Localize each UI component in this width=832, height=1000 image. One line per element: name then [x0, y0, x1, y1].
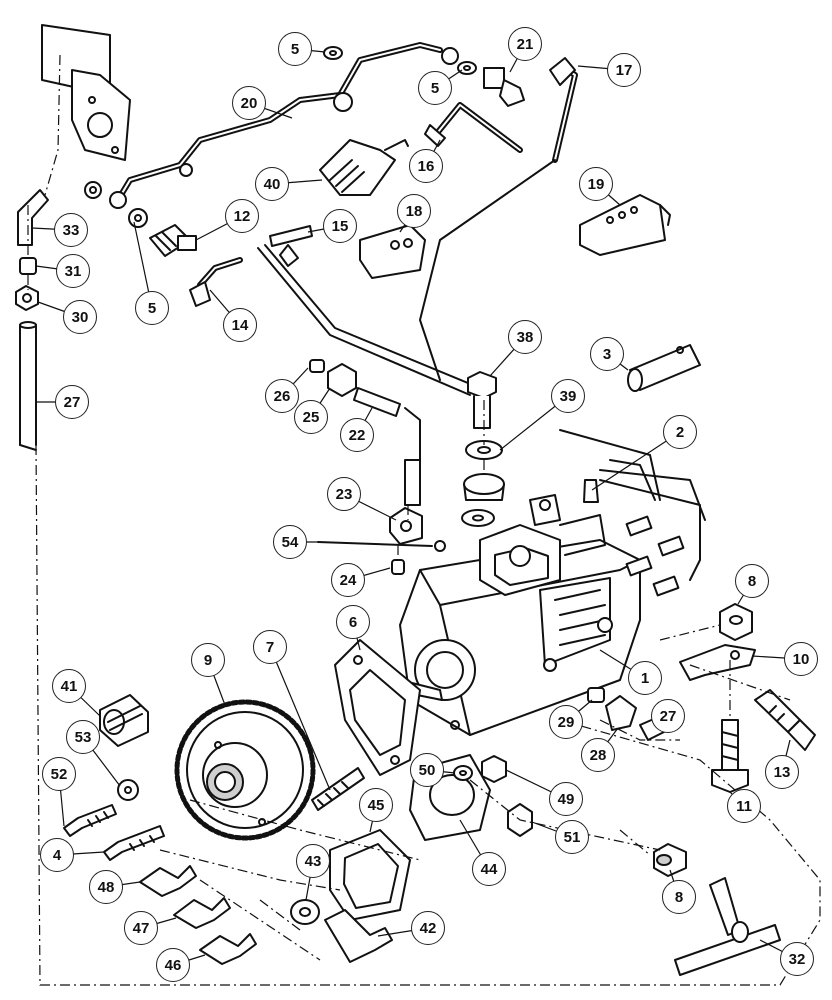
callout-15: 15: [323, 209, 357, 243]
callout-33: 33: [54, 213, 88, 247]
callout-21: 21: [508, 27, 542, 61]
callout-42: 42: [411, 911, 445, 945]
callout-30: 30: [63, 300, 97, 334]
callout-11: 11: [727, 789, 761, 823]
callout-23: 23: [327, 477, 361, 511]
callout-39: 39: [551, 379, 585, 413]
callout-5: 5: [418, 71, 452, 105]
callout-20: 20: [232, 86, 266, 120]
callout-8: 8: [735, 564, 769, 598]
callout-29: 29: [549, 705, 583, 739]
callout-2: 2: [663, 415, 697, 449]
callout-3: 3: [590, 337, 624, 371]
callout-51: 51: [555, 820, 589, 854]
callout-50: 50: [410, 753, 444, 787]
callout-7: 7: [253, 630, 287, 664]
callout-16: 16: [409, 149, 443, 183]
callout-5: 5: [278, 32, 312, 66]
injector-pipes: [559, 429, 706, 597]
callout-10: 10: [784, 642, 818, 676]
callout-41: 41: [52, 669, 86, 703]
callout-18: 18: [397, 194, 431, 228]
callout-32: 32: [780, 942, 814, 976]
callout-46: 46: [156, 948, 190, 982]
drive-gear-9: [174, 699, 316, 841]
callout-14: 14: [223, 308, 257, 342]
callout-9: 9: [191, 643, 225, 677]
callout-27: 27: [651, 699, 685, 733]
callout-8: 8: [662, 880, 696, 914]
callout-28: 28: [581, 738, 615, 772]
callout-27: 27: [55, 385, 89, 419]
callout-22: 22: [340, 418, 374, 452]
callout-1: 1: [628, 661, 662, 695]
sensor-40: [319, 139, 409, 196]
callout-49: 49: [549, 782, 583, 816]
callout-24: 24: [331, 563, 365, 597]
callout-38: 38: [508, 320, 542, 354]
callout-52: 52: [42, 757, 76, 791]
callout-31: 31: [56, 254, 90, 288]
callout-44: 44: [472, 852, 506, 886]
callout-19: 19: [579, 167, 613, 201]
leader-line-7: [269, 646, 331, 791]
callout-6: 6: [336, 605, 370, 639]
callout-13: 13: [765, 755, 799, 789]
callout-12: 12: [225, 199, 259, 233]
callout-17: 17: [607, 53, 641, 87]
callout-45: 45: [359, 788, 393, 822]
engine-bracket: [41, 24, 131, 161]
callout-25: 25: [294, 400, 328, 434]
callout-43: 43: [296, 844, 330, 878]
callout-4: 4: [40, 838, 74, 872]
callout-40: 40: [255, 167, 289, 201]
callout-53: 53: [66, 720, 100, 754]
callout-26: 26: [265, 379, 299, 413]
callout-5: 5: [135, 291, 169, 325]
callout-54: 54: [273, 525, 307, 559]
callout-48: 48: [89, 870, 123, 904]
injection-pump: [399, 494, 641, 736]
callout-47: 47: [124, 911, 158, 945]
